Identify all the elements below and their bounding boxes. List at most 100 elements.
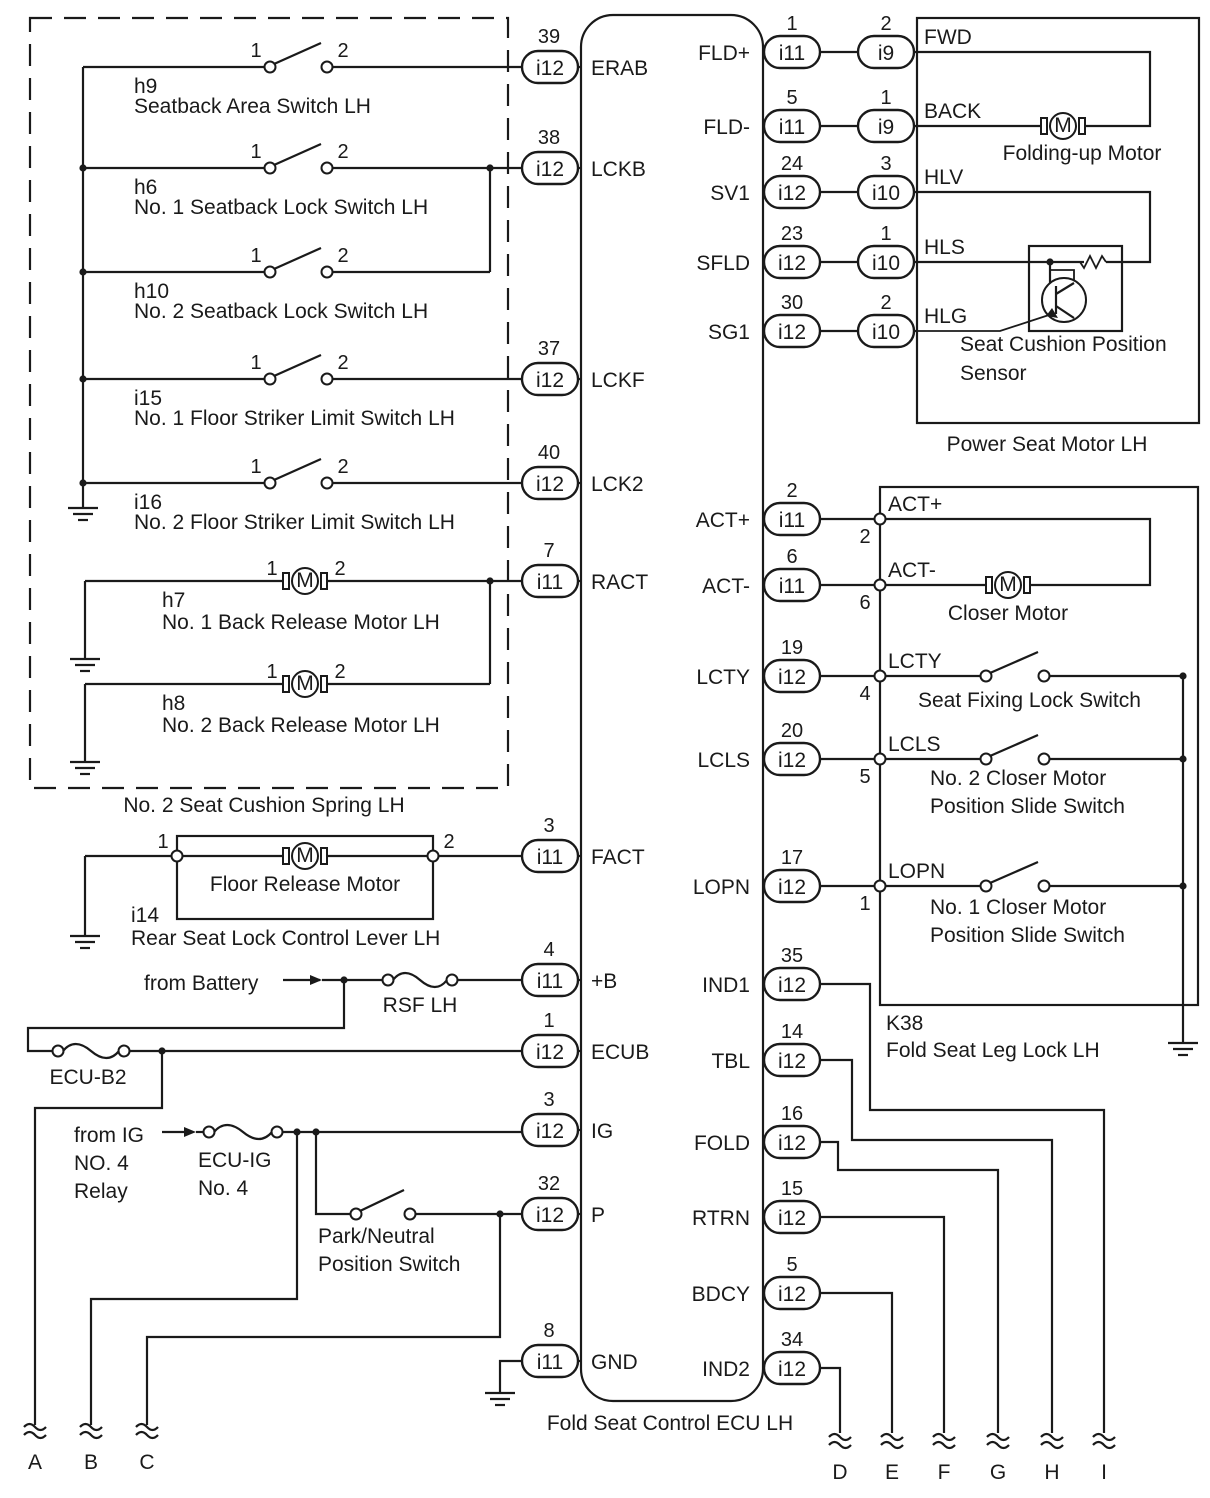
connector-left-5 xyxy=(520,838,580,874)
switch-name: No. 2 Seatback Lock Switch LH xyxy=(134,300,428,323)
pin-number: 2 xyxy=(334,558,345,580)
terminal-open-circle xyxy=(873,879,887,893)
power-seat-motor-title: Power Seat Motor LH xyxy=(947,433,1148,456)
connector-far-0 xyxy=(856,34,916,70)
connector-left-8 xyxy=(520,1112,580,1148)
resistor-icon xyxy=(1079,253,1107,271)
pin-number: 4 xyxy=(543,939,554,961)
connector-right-10 xyxy=(762,966,822,1002)
pin-number: 3 xyxy=(543,1089,554,1111)
pin-number: 32 xyxy=(538,1173,560,1195)
terminal-open-circle xyxy=(873,752,887,766)
connector-right-12 xyxy=(762,1124,822,1160)
from-ig-label: NO. 4 xyxy=(74,1152,129,1175)
terminal-open-circle xyxy=(445,973,459,987)
connector-right-3 xyxy=(762,244,822,280)
wire-break-icon xyxy=(79,1430,103,1440)
connector-right-0 xyxy=(762,34,822,70)
connector-label: i12 xyxy=(536,1120,564,1143)
switch-name: No. 2 Floor Striker Limit Switch LH xyxy=(134,511,455,534)
pin-number: 1 xyxy=(880,87,891,109)
connector-label: i12 xyxy=(778,1132,806,1155)
pin-number: 1 xyxy=(250,141,261,163)
wire-break-icon xyxy=(1040,1432,1064,1442)
connector-left-10 xyxy=(520,1343,580,1379)
switch-code: h6 xyxy=(134,176,157,199)
switch-icon xyxy=(273,353,322,378)
junction-dot xyxy=(496,1210,504,1218)
spring-dashed-boundary xyxy=(28,16,510,790)
wire xyxy=(820,1215,946,1433)
wire xyxy=(314,1132,350,1216)
junction-dot xyxy=(340,976,348,984)
switch-code: h10 xyxy=(134,280,169,303)
wire-name: ACT- xyxy=(888,559,936,582)
pin-number: 15 xyxy=(781,1178,803,1200)
motor-icon: M xyxy=(999,573,1017,596)
floor-release-motor-label: Floor Release Motor xyxy=(210,873,400,896)
wire xyxy=(820,1291,894,1433)
terminal-name: IND1 xyxy=(702,974,750,997)
wire-name: HLV xyxy=(924,166,963,189)
terminal-name: FACT xyxy=(591,846,645,869)
wire-break-icon xyxy=(23,1430,47,1440)
connector-label: i11 xyxy=(537,970,563,993)
pin-number: 2 xyxy=(337,245,348,267)
wire-break-icon xyxy=(79,1422,103,1432)
switch-code: i16 xyxy=(134,491,162,514)
fuse-icon xyxy=(213,1123,273,1141)
wire-break-icon xyxy=(1092,1432,1116,1442)
switch-icon xyxy=(273,41,322,66)
connector-right-4 xyxy=(762,313,822,349)
connector-left-7 xyxy=(520,1033,580,1069)
switch-label: Position Slide Switch xyxy=(930,924,1125,947)
wire xyxy=(886,517,1152,587)
terminal-open-circle xyxy=(51,1044,65,1058)
pin-number: 1 xyxy=(543,1010,554,1032)
switch-icon xyxy=(989,650,1039,675)
pin-number: 39 xyxy=(538,26,560,48)
switch-code: i15 xyxy=(134,387,162,410)
terminal-open-circle xyxy=(979,752,993,766)
junction-dot xyxy=(312,1128,320,1136)
motor-icon xyxy=(320,572,328,590)
switch-label: Position Slide Switch xyxy=(930,795,1125,818)
pin-number: 2 xyxy=(337,352,348,374)
folding-motor-label: Folding-up Motor xyxy=(1003,142,1162,165)
terminal-name: ACT+ xyxy=(696,509,750,532)
terminal-name: FLD- xyxy=(703,116,750,139)
connector-label: i11 xyxy=(779,509,805,532)
switch-icon xyxy=(273,457,322,482)
pn-switch-label: Position Switch xyxy=(318,1253,460,1276)
motor-icon xyxy=(282,572,290,590)
connector-right-7 xyxy=(762,658,822,694)
switch-icon xyxy=(273,142,322,167)
wire-name: ACT+ xyxy=(888,493,942,516)
pin-number: 1 xyxy=(266,558,277,580)
junction-dot xyxy=(1179,882,1187,890)
terminal-name: LCK2 xyxy=(591,473,644,496)
connector-right-11 xyxy=(762,1042,822,1078)
pin-number: 6 xyxy=(859,592,870,614)
wire xyxy=(917,50,1152,128)
motor-icon xyxy=(291,670,319,698)
junction-dot xyxy=(486,164,494,172)
terminal-name: RACT xyxy=(591,571,648,594)
motor-icon: M xyxy=(296,844,314,867)
pin-number: 20 xyxy=(781,720,803,742)
pin-number: 1 xyxy=(880,223,891,245)
wire-break-icon xyxy=(1040,1440,1064,1450)
terminal-open-circle xyxy=(979,879,993,893)
spring-title: No. 2 Seat Cushion Spring LH xyxy=(123,794,404,817)
wire xyxy=(1050,269,1075,283)
wire-name: LCLS xyxy=(888,733,941,756)
terminal-open-circle xyxy=(320,265,334,279)
switch-label: Seat Fixing Lock Switch xyxy=(918,689,1141,712)
terminal-open-circle xyxy=(320,476,334,490)
pin-number: 2 xyxy=(337,40,348,62)
pin-number: 40 xyxy=(538,442,560,464)
connector-label: i12 xyxy=(536,1204,564,1227)
wire xyxy=(820,982,1106,1433)
terminal-open-circle xyxy=(202,1125,216,1139)
